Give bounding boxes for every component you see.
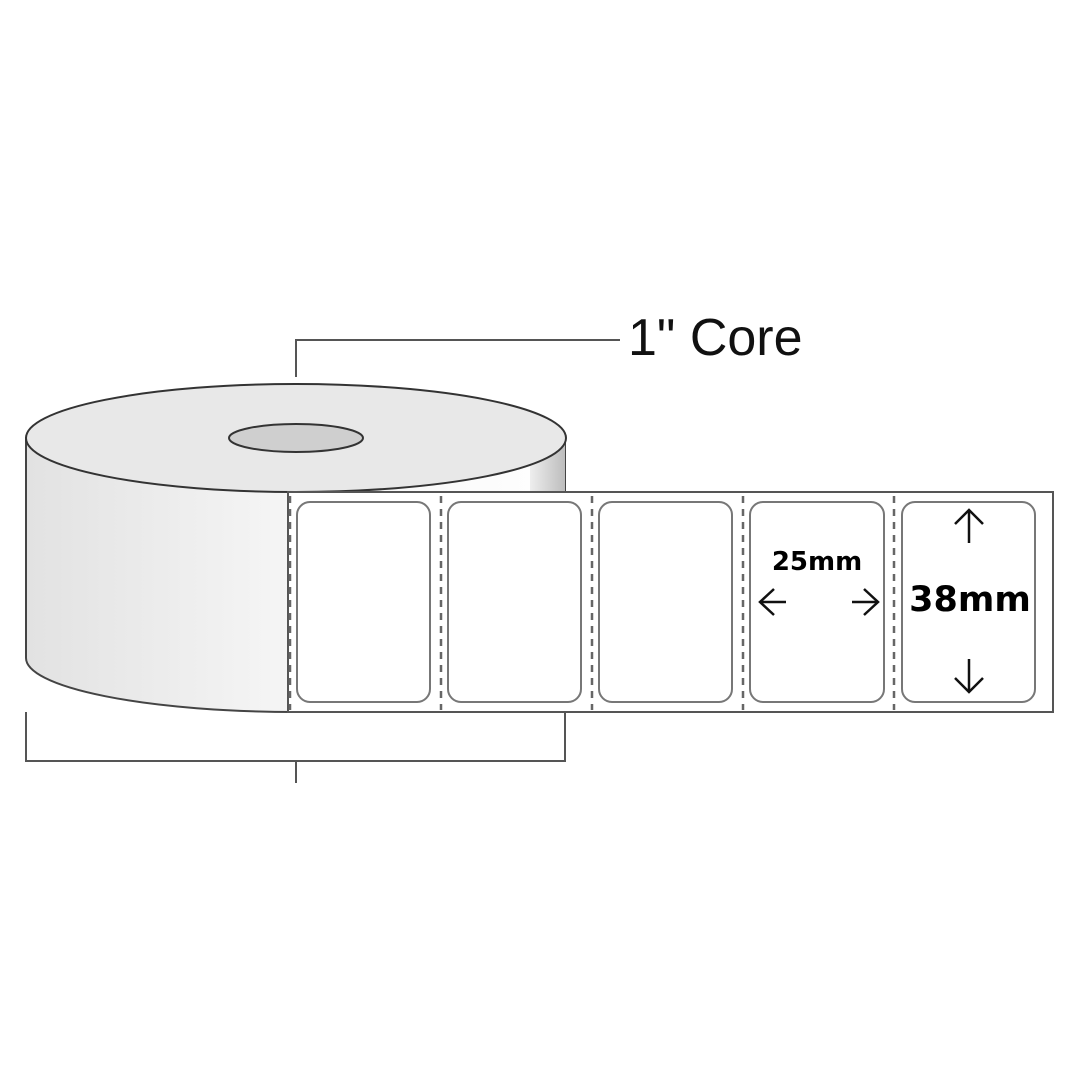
width-label: 25mm	[772, 547, 862, 577]
label-2	[447, 501, 582, 703]
roll-core	[228, 423, 364, 453]
width-dimension: 25mm	[758, 547, 880, 616]
roll-width-bracket	[25, 712, 566, 783]
height-dimension: 38mm	[909, 508, 1031, 694]
perforations	[288, 496, 896, 710]
core-callout: 1" Core	[295, 309, 803, 377]
left-arrow-icon	[758, 588, 786, 616]
core-label: 1" Core	[628, 309, 803, 367]
label-strip	[287, 491, 1054, 713]
label-4	[749, 501, 885, 703]
right-arrow-icon	[852, 588, 880, 616]
up-arrow-icon	[954, 508, 984, 543]
height-label: 38mm	[909, 580, 1031, 620]
label-1	[296, 501, 431, 703]
label-5	[901, 501, 1036, 703]
label-3	[598, 501, 733, 703]
down-arrow-icon	[954, 659, 984, 694]
